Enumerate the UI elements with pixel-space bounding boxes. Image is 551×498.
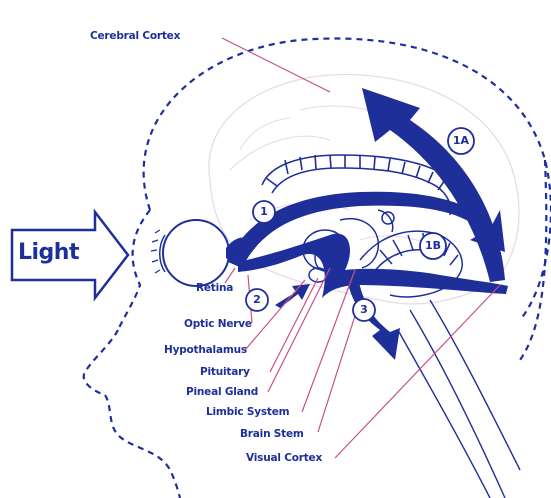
cerebral-cortex-label: Cerebral Cortex xyxy=(90,30,180,42)
spine-lines xyxy=(398,300,520,498)
marker-1a: 1A xyxy=(446,134,476,147)
eyeball xyxy=(151,220,229,286)
marker-1: 1 xyxy=(249,205,279,218)
pituitary-label: Pituitary xyxy=(200,366,250,378)
marker-3: 3 xyxy=(349,303,379,316)
marker-1b: 1B xyxy=(418,239,448,252)
optic-nerve-label: Optic Nerve xyxy=(184,318,252,330)
limbic-system-label: Limbic System xyxy=(206,406,289,418)
pineal-gland-label: Pineal Gland xyxy=(186,386,258,398)
marker-2: 2 xyxy=(242,293,272,306)
brain-stem-label: Brain Stem xyxy=(240,428,304,440)
retina-label: Retina xyxy=(196,282,233,294)
hypothalamus-label: Hypothalamus xyxy=(164,344,247,356)
light-label: Light xyxy=(18,240,79,265)
leader-lines xyxy=(222,38,500,458)
visual-cortex-label: Visual Cortex xyxy=(246,452,322,464)
